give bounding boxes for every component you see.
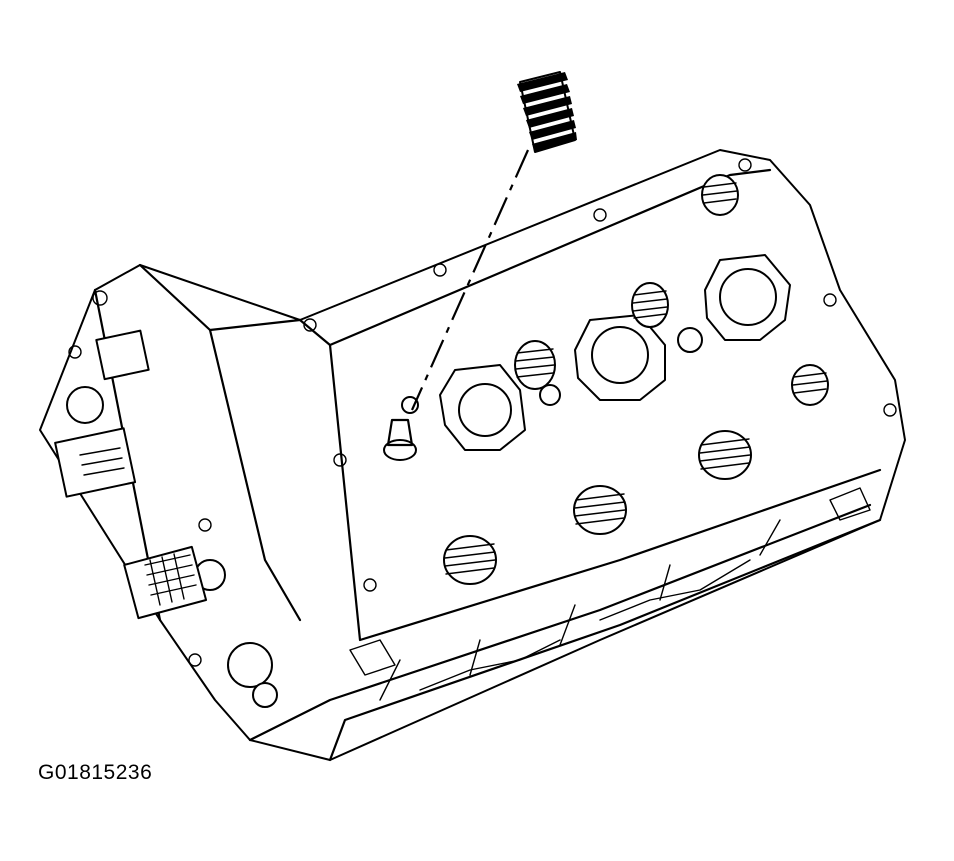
- installation-centerline: [410, 149, 530, 411]
- cam-bearing-towers: [439, 254, 791, 451]
- port-details: [349, 487, 871, 701]
- installed-valve-springs: [443, 174, 829, 585]
- end-face-details: [54, 290, 278, 708]
- cylinder-head-body: [39, 149, 906, 762]
- valve-stem-seat: [383, 396, 419, 461]
- rim-bolt-holes: [303, 158, 897, 592]
- removed-valve-spring: [517, 71, 577, 153]
- figure-code: G01815236: [38, 761, 153, 784]
